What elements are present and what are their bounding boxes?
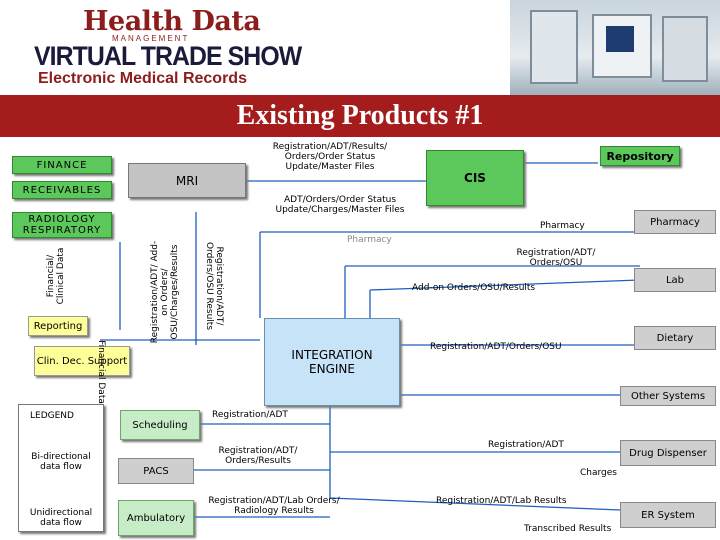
charges-label: Charges (580, 468, 617, 478)
mri-top-label: Registration/ADT/Results/ Orders/Order S… (272, 142, 388, 172)
booth-panel (592, 14, 652, 78)
booth-panel (530, 10, 578, 84)
integration-engine-box: INTEGRATION ENGINE (264, 318, 400, 406)
repository-box: Repository (600, 146, 680, 166)
booth-panel (662, 16, 708, 82)
lab-top-label: Registration/ADT/ Orders/OSU (516, 248, 596, 268)
logo-health-data: Health Data (83, 6, 261, 37)
booth-image (510, 0, 720, 95)
drug-line-label: Registration/ADT (488, 440, 564, 450)
cis-box: CIS (426, 150, 524, 206)
lab-addon-label: Add-on Orders/OSU/Results (412, 283, 536, 293)
v-reg-osu-label: Registration/ADT/ Orders/OSU Results (204, 241, 224, 331)
radiology-box: RADIOLOGY RESPIRATORY (12, 212, 112, 238)
lab-box: Lab (634, 268, 716, 292)
v-fin-clin-label: Financial/ Clinical Data (46, 247, 66, 305)
logo-emr: Electronic Medical Records (38, 70, 247, 87)
transcribed-label: Transcribed Results (524, 524, 612, 534)
logo-management: MANAGEMENT (112, 34, 190, 43)
ambulatory-box: Ambulatory (118, 500, 194, 536)
v-reg-addon-label: Registration/ADT/ Add-on Orders/ OSU/Cha… (150, 240, 180, 344)
er-line-label: Registration/ADT/Lab Results (436, 496, 567, 506)
page-title: Existing Products #1 (236, 100, 484, 131)
legend-bidirectional: Bi-directional data flow (31, 452, 91, 472)
v-financial-label: Financial Data (96, 340, 106, 404)
pacs-box: PACS (118, 458, 194, 484)
legend-title: LEDGEND (30, 411, 74, 421)
clin-dec-box: Clin. Dec. Support (34, 346, 130, 376)
title-banner (0, 95, 720, 137)
pharmacy-gray-label: Pharmacy (347, 235, 392, 245)
scheduling-line-label: Registration/ADT (212, 410, 288, 420)
dietary-line-label: Registration/ADT/Orders/OSU (430, 342, 562, 352)
er-system-box: ER System (620, 502, 716, 528)
drug-dispenser-box: Drug Dispenser (620, 440, 716, 466)
reporting-box: Reporting (28, 316, 88, 336)
other-systems-box: Other Systems (620, 386, 716, 406)
amb-line-label: Registration/ADT/Lab Orders/ Radiology R… (208, 496, 340, 516)
logo-virtual-trade-show: VIRTUAL TRADE SHOW (34, 41, 302, 71)
legend-box (18, 404, 104, 532)
booth-screen (606, 26, 634, 52)
header: Health Data MANAGEMENT VIRTUAL TRADE SHO… (0, 0, 720, 95)
legend-unidirectional: Unidirectional data flow (29, 508, 93, 528)
pharmacy-box: Pharmacy (634, 210, 716, 234)
receivables-box: RECEIVABLES (12, 181, 112, 199)
mri-box: MRI (128, 163, 246, 198)
scheduling-box: Scheduling (120, 410, 200, 440)
finance-box: FINANCE (12, 156, 112, 174)
pharmacy-line-label: Pharmacy (540, 221, 585, 231)
pacs-line-label: Registration/ADT/ Orders/Results (218, 446, 298, 466)
dietary-box: Dietary (634, 326, 716, 350)
cis-bottom-label: ADT/Orders/Order Status Update/Charges/M… (275, 195, 405, 215)
